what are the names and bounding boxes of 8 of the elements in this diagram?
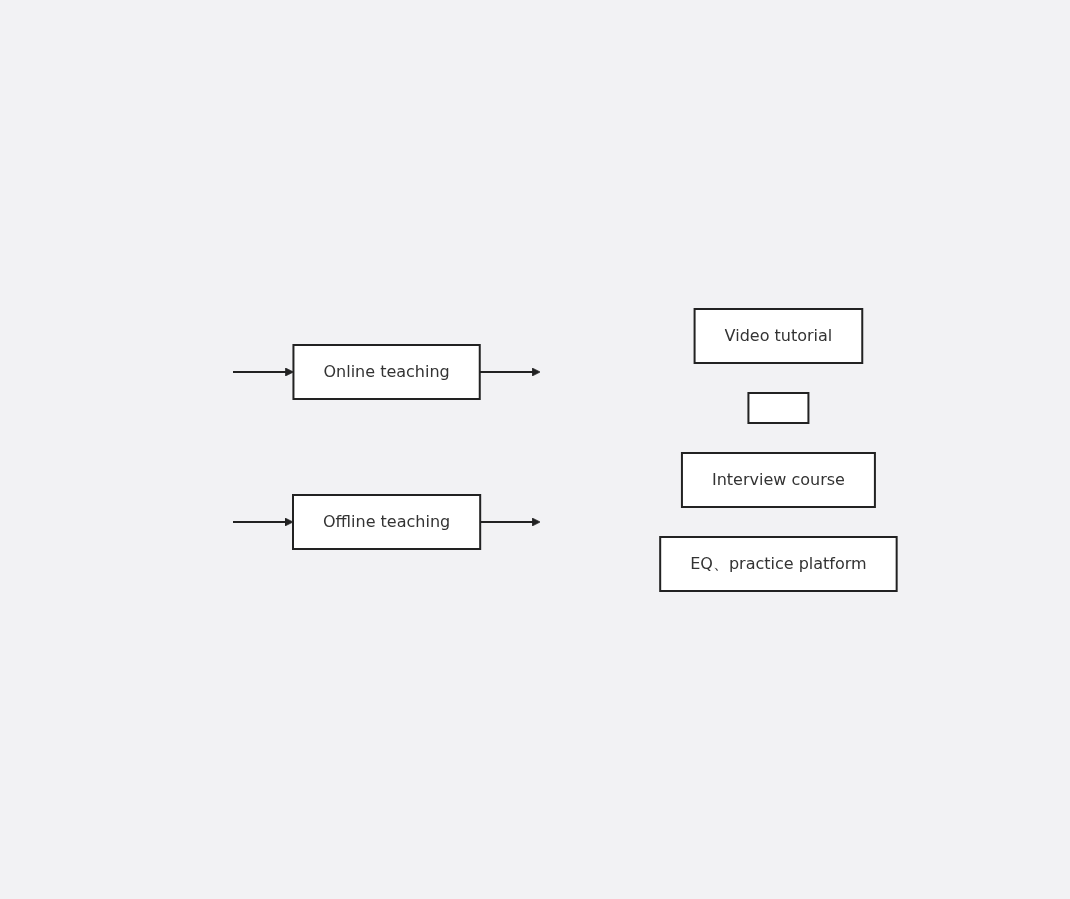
node-box: Online teaching bbox=[292, 343, 481, 400]
arrow bbox=[232, 367, 294, 376]
arrow bbox=[232, 517, 294, 526]
node-box: Offline teaching bbox=[292, 493, 482, 550]
node-box: Interview course bbox=[681, 451, 877, 508]
node-box: EQ、practice platform bbox=[659, 535, 898, 592]
node-box bbox=[747, 391, 810, 424]
node-box: Video tutorial bbox=[693, 307, 864, 364]
